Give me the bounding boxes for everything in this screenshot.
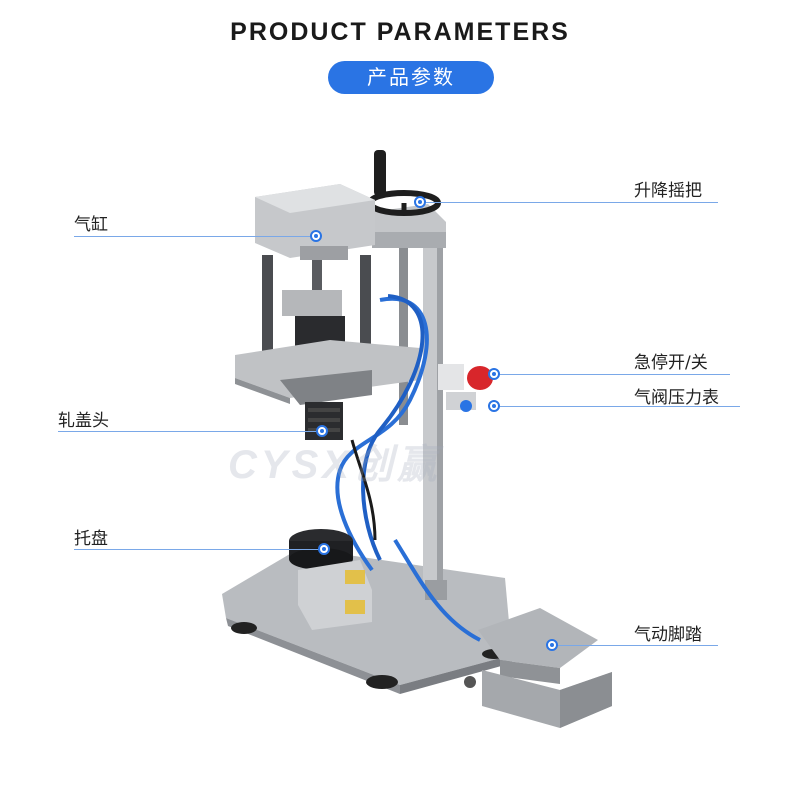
carriage-plate (235, 340, 420, 398)
callout-dot-capping-head (316, 425, 328, 437)
foot-front (366, 675, 398, 689)
leader-line-emergency-stop (494, 374, 730, 375)
label-tray: 托盘 (74, 529, 108, 549)
air-hose-3 (393, 538, 481, 642)
air-hose-2 (361, 294, 425, 561)
guide-rod-left (262, 255, 273, 357)
leader-line-capping-head (58, 431, 316, 432)
callout-dot-valve-gauge (488, 400, 500, 412)
foot-left (231, 622, 257, 634)
label-emergency-stop: 急停开/关 (634, 353, 708, 373)
callout-dot-foot-pedal (546, 639, 558, 651)
callout-dot-hand-crank (414, 196, 426, 208)
page-title-en: PRODUCT PARAMETERS (230, 18, 570, 46)
page-title-cn-badge: 产品参数 (328, 61, 494, 94)
label-capping-head: 轧盖头 (58, 411, 109, 431)
label-hand-crank: 升降摇把 (634, 181, 702, 201)
emergency-stop-knob (467, 366, 493, 390)
hand-crank-handle (374, 150, 386, 196)
label-cylinder: 气缸 (74, 215, 108, 235)
label-foot-pedal: 气动脚踏 (634, 625, 702, 645)
air-hose-1 (335, 296, 429, 572)
lead-screw (399, 225, 408, 425)
leader-line-tray (74, 549, 320, 550)
guide-rod-right (360, 255, 371, 355)
foot-pedal-top (478, 608, 598, 668)
leader-line-cylinder (74, 236, 316, 237)
leader-line-hand-crank (420, 202, 718, 203)
callout-dot-emergency-stop (488, 368, 500, 380)
label-valve-gauge: 气阀压力表 (634, 388, 719, 408)
callout-dot-tray (318, 543, 330, 555)
callout-dot-cylinder (310, 230, 322, 242)
leader-line-valve-gauge (494, 406, 740, 407)
watermark: CYSX创赢 (228, 443, 441, 487)
leader-line-foot-pedal (552, 645, 718, 646)
